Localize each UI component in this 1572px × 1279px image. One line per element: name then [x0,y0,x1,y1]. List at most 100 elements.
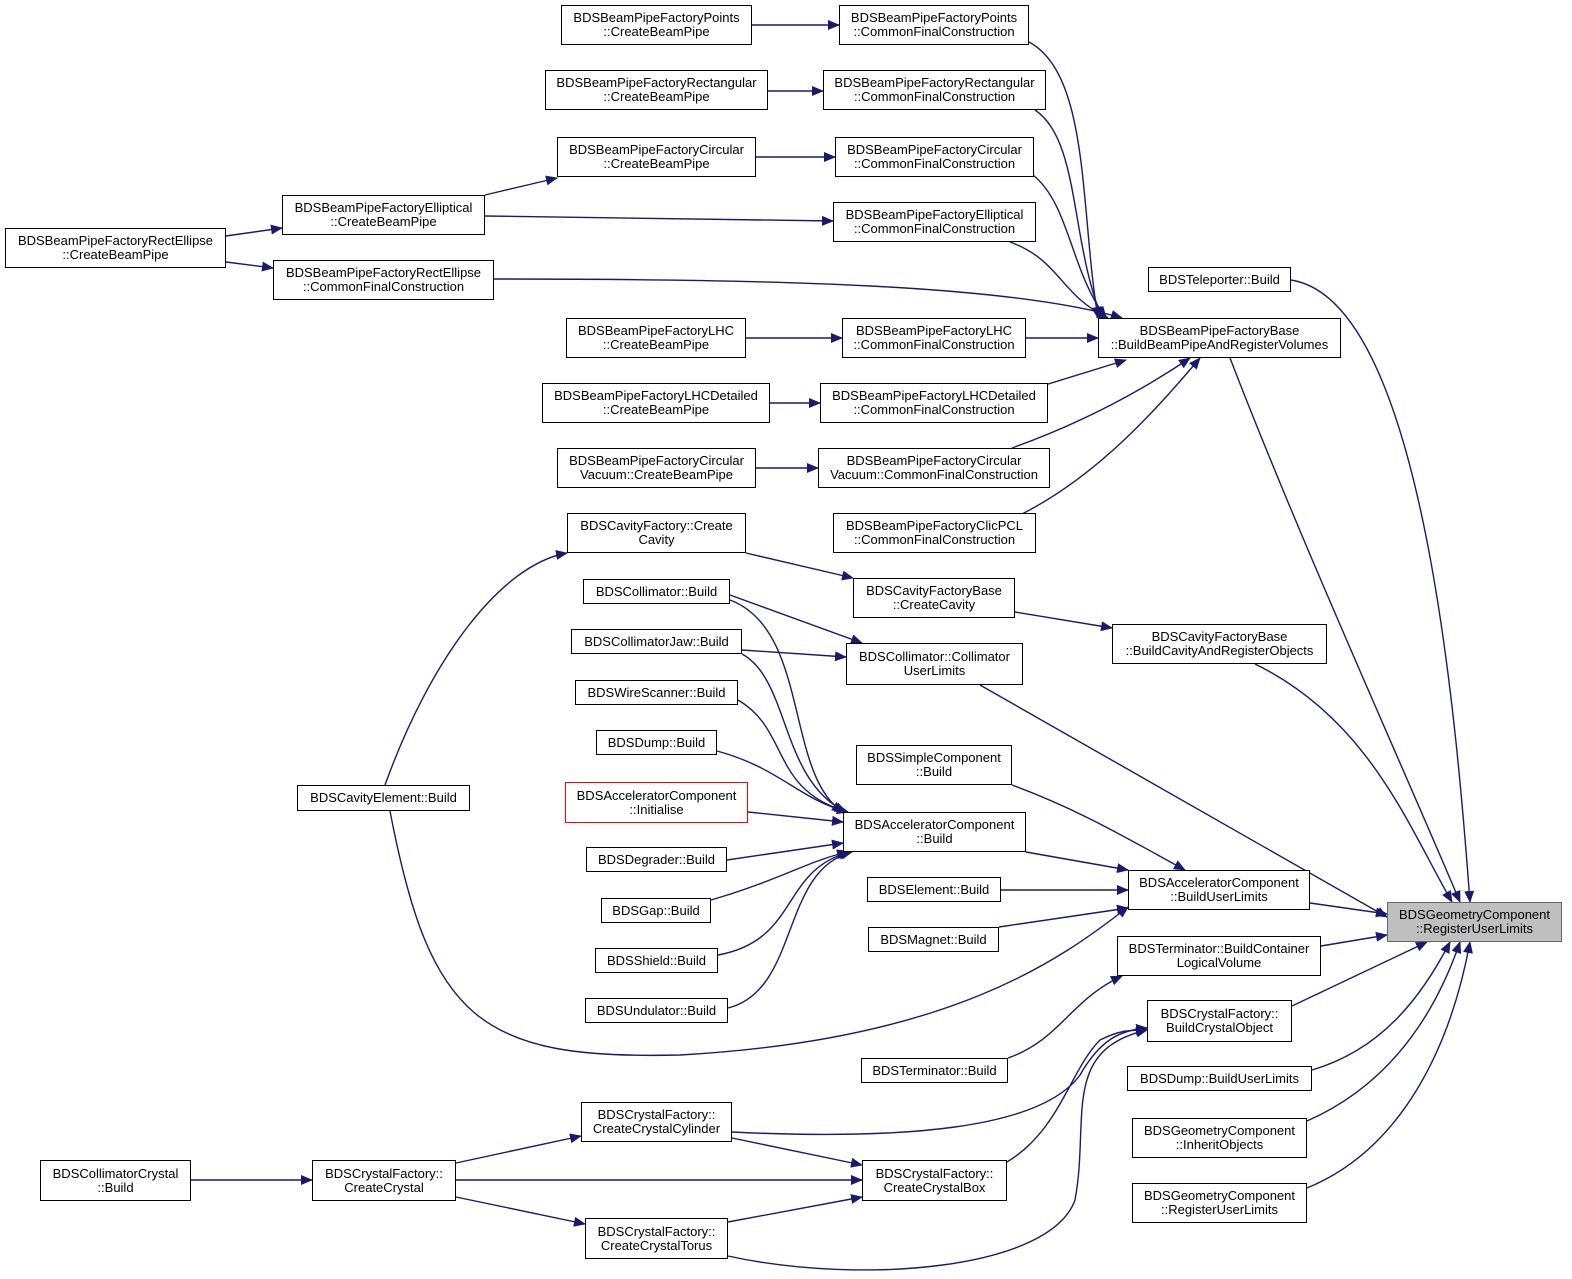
node-rectangular-commonfinalconstruction[interactable]: BDSBeamPipeFactoryRectangular::CommonFin… [823,70,1046,110]
node-bdsacceleratorcomponent-build[interactable]: BDSAcceleratorComponent::Build [843,812,1026,852]
edge-init-to-accbuild [747,811,844,826]
node-points-createbeampipe[interactable]: BDSBeamPipeFactoryPoints::CreateBeamPipe [561,5,752,45]
node-bdscrystalfactory-createcrystalcylinder[interactable]: BDSCrystalFactory::CreateCrystalCylinder [581,1102,732,1142]
edge-cavel-to-accbul [389,810,1129,1057]
edge-undulator-to-accbuild [727,849,853,1009]
edge-gap-to-accbuild [710,849,849,901]
node-bdscrystalfactory-createcrystaltorus[interactable]: BDSCrystalFactory::CreateCrystalTorus [585,1218,728,1259]
node-bdsgeometrycomponent-registeruserlimits: BDSGeometryComponent::RegisterUserLimits [1387,902,1562,942]
edge-collbuild-to-accbuild [729,599,844,813]
edge-dump-to-accbuild [716,750,849,815]
edge-ellcfc-to-base [1009,241,1109,319]
node-clicpcl-commonfinalconstruction[interactable]: BDSBeamPipeFactoryClicPCL::CommonFinalCo… [833,513,1036,553]
edge-cfcc-to-ctor [455,1196,586,1227]
edge-shield-to-accbuild [717,849,851,956]
node-bdsdump-builduserlimits[interactable]: BDSDump::BuildUserLimits [1127,1066,1312,1091]
node-bdsacceleratorcomponent-builduserlimits[interactable]: BDSAcceleratorComponent::BuildUserLimits [1128,870,1310,910]
node-bdsundulator-build[interactable]: BDSUndulator::Build [585,998,728,1023]
node-bdscavityelement-build[interactable]: BDSCavityElement::Build [297,785,470,811]
node-circular-commonfinalconstruction[interactable]: BDSBeamPipeFactoryCircular::CommonFinalC… [835,137,1034,177]
edge-cavel-to-cavcreate [384,550,568,786]
node-cavityfactorybase-createcavity[interactable]: BDSCavityFactoryBase::CreateCavity [853,578,1015,618]
edge-cvcfc-to-base [1011,357,1191,449]
node-bdscrystalfactory-buildcrystalobject[interactable]: BDSCrystalFactory::BuildCrystalObject [1147,1000,1292,1042]
edge-pointscfc-to-base [1028,41,1102,319]
node-lhcdetailed-createbeampipe[interactable]: BDSBeamPipeFactoryLHCDetailed::CreateBea… [542,383,770,423]
node-rectellipse-commonfinalconstruction[interactable]: BDSBeamPipeFactoryRectEllipse::CommonFin… [273,260,494,300]
edge-ell-to-circ [484,175,558,196]
edge-ell-to-ellcfc [484,215,834,226]
node-bdsgeometrycomponent-registeruserlimits-caller[interactable]: BDSGeometryComponent::RegisterUserLimits [1132,1183,1307,1223]
node-bdscollimator-build[interactable]: BDSCollimator::Build [583,579,730,604]
node-bdswirescanner-build[interactable]: BDSWireScanner::Build [575,680,738,705]
edge-magnet-to-accbul [998,904,1129,928]
node-bdscrystalfactory-createcrystal[interactable]: BDSCrystalFactory::CreateCrystal [312,1160,456,1201]
edge-accbuild-to-accbul [1025,851,1129,874]
edge-ccyl-to-cfbco [731,1023,1148,1136]
edge-inherit-to-target [1306,941,1462,1122]
node-lhcdetailed-commonfinalconstruction[interactable]: BDSBeamPipeFactoryLHCDetailed::CommonFin… [820,383,1048,423]
edge-jaw-to-accbuild [741,653,847,813]
edge-rectcfc-to-base [1034,109,1103,319]
node-rectangular-createbeampipe[interactable]: BDSBeamPipeFactoryRectangular::CreateBea… [545,70,768,110]
edge-re-to-ell [225,224,283,237]
edge-wire-to-accbuild [737,699,849,814]
edge-cfbco-to-target [1291,941,1428,1007]
edge-termbclv-to-target [1320,931,1388,947]
edge-cbox-to-cfbco [1006,1025,1148,1163]
node-bdsgap-build[interactable]: BDSGap::Build [601,898,711,923]
node-elliptical-createbeampipe[interactable]: BDSBeamPipeFactoryElliptical::CreateBeam… [282,195,485,235]
edge-collul-to-target [979,684,1388,918]
edge-teleporter-to-target [1290,279,1475,903]
node-bdsbeampipefactorybase-buildbeampipeandregistervolumes[interactable]: BDSBeamPipeFactoryBase::BuildBeamPipeAnd… [1098,318,1341,358]
edge-degrader-to-accbuild [726,839,844,861]
edge-base-to-target [1229,357,1461,903]
node-points-commonfinalconstruction[interactable]: BDSBeamPipeFactoryPoints::CommonFinalCon… [839,5,1029,45]
edge-ctor-to-cfbco [727,1027,1148,1271]
node-bdscollimatorcrystal-build[interactable]: BDSCollimatorCrystal::Build [40,1160,191,1201]
edge-ccyl-to-cbox [731,1137,863,1168]
node-bdsmagnet-build[interactable]: BDSMagnet::Build [868,927,999,952]
edge-jaw-to-collul [741,649,847,662]
node-bdselement-build[interactable]: BDSElement::Build [867,877,1001,902]
node-elliptical-commonfinalconstruction[interactable]: BDSBeamPipeFactoryElliptical::CommonFina… [833,202,1036,242]
edge-collbuild-to-collul [729,594,863,644]
edge-rul2-to-target [1306,941,1473,1189]
node-bdscollimatorjaw-build[interactable]: BDSCollimatorJaw::Build [571,629,742,654]
node-bdsgeometrycomponent-inheritobjects[interactable]: BDSGeometryComponent::InheritObjects [1132,1118,1307,1158]
node-lhc-commonfinalconstruction[interactable]: BDSBeamPipeFactoryLHC::CommonFinalConstr… [842,318,1026,358]
edge-accbul-to-target [1309,902,1388,918]
node-circular-createbeampipe[interactable]: BDSBeamPipeFactoryCircular::CreateBeamPi… [557,137,756,177]
node-rectellipse-createbeampipe[interactable]: BDSBeamPipeFactoryRectEllipse::CreateBea… [5,228,226,268]
edge-cliccfc-to-base [1019,357,1201,516]
node-bdsteleporter-build[interactable]: BDSTeleporter::Build [1148,267,1291,292]
node-bdsdump-build[interactable]: BDSDump::Build [596,730,717,755]
edge-cavbuild-to-target [1254,663,1453,903]
edge-re-to-recfc [225,261,274,272]
edge-dumpbul-to-target [1311,941,1451,1071]
node-cavityfactorybase-buildcavityandregisterobjects[interactable]: BDSCavityFactoryBase::BuildCavityAndRegi… [1112,624,1327,664]
edge-cfcc-to-ccyl [455,1133,582,1164]
node-bdsterminator-build[interactable]: BDSTerminator::Build [861,1058,1008,1083]
edge-cavbase-to-cavbuild [1014,611,1113,632]
node-bdsacceleratorcomponent-initialise[interactable]: BDSAcceleratorComponent::Initialise [565,782,748,823]
edge-ctor-to-cbox [727,1194,863,1223]
edge-lhcdcfc-to-base [1044,358,1127,386]
edge-circcfc-to-base [1032,174,1107,319]
edge-recfc-to-base [493,278,1123,320]
node-lhc-createbeampipe[interactable]: BDSBeamPipeFactoryLHC::CreateBeamPipe [566,318,746,358]
node-bdsdegrader-build[interactable]: BDSDegrader::Build [586,847,727,872]
edge-simple-to-accbul [1011,784,1186,871]
edge-cavcreate-to-cavbase [745,552,854,581]
edge-termbuild-to-termbclv [1007,975,1123,1059]
node-bdscrystalfactory-createcrystalbox[interactable]: BDSCrystalFactory::CreateCrystalBox [862,1160,1007,1201]
node-bdsshield-build[interactable]: BDSShield::Build [595,948,718,973]
node-bdssimplecomponent-build[interactable]: BDSSimpleComponent::Build [856,745,1012,785]
